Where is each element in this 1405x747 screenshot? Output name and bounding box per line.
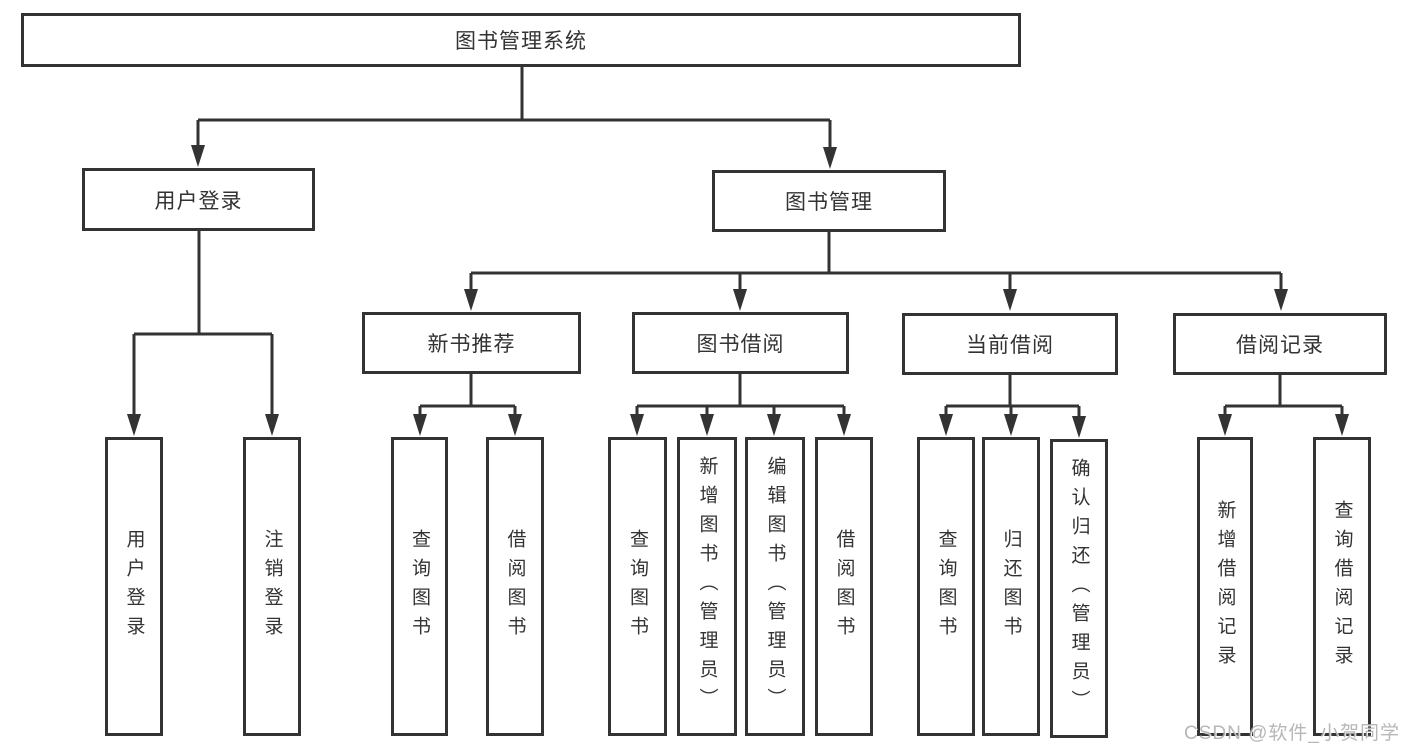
leaf-bb-edit-books-admin: 编辑图书（管理员） bbox=[745, 437, 805, 736]
node-new-book-recommend: 新书推荐 bbox=[362, 312, 581, 374]
leaf-cb-query-books: 查询图书 bbox=[917, 437, 975, 736]
leaf-cb-confirm-return-admin: 确认归还（管理员） bbox=[1050, 439, 1108, 738]
csdn-watermark: CSDN @软件_小贺同学 bbox=[1184, 723, 1400, 744]
leaf-nb-query-books: 查询图书 bbox=[391, 437, 448, 736]
node-borrowing-records: 借阅记录 bbox=[1173, 313, 1387, 375]
leaf-bb-add-books-admin: 新增图书（管理员） bbox=[677, 437, 737, 736]
leaf-br-add-record: 新增借阅记录 bbox=[1197, 437, 1253, 736]
node-book-borrowing: 图书借阅 bbox=[632, 312, 849, 374]
node-root-system: 图书管理系统 bbox=[21, 13, 1021, 67]
leaf-bb-query-books: 查询图书 bbox=[608, 437, 667, 736]
leaf-cb-return-books: 归还图书 bbox=[982, 437, 1040, 736]
leaf-nb-borrow-books: 借阅图书 bbox=[486, 437, 544, 736]
leaf-logout: 注销登录 bbox=[243, 437, 301, 736]
node-book-management: 图书管理 bbox=[712, 170, 946, 232]
leaf-bb-borrow-books: 借阅图书 bbox=[815, 437, 873, 736]
leaf-user-login: 用户登录 bbox=[105, 437, 163, 736]
node-current-borrowing: 当前借阅 bbox=[902, 313, 1118, 375]
leaf-br-query-record: 查询借阅记录 bbox=[1313, 437, 1371, 736]
node-user-login: 用户登录 bbox=[82, 168, 315, 231]
